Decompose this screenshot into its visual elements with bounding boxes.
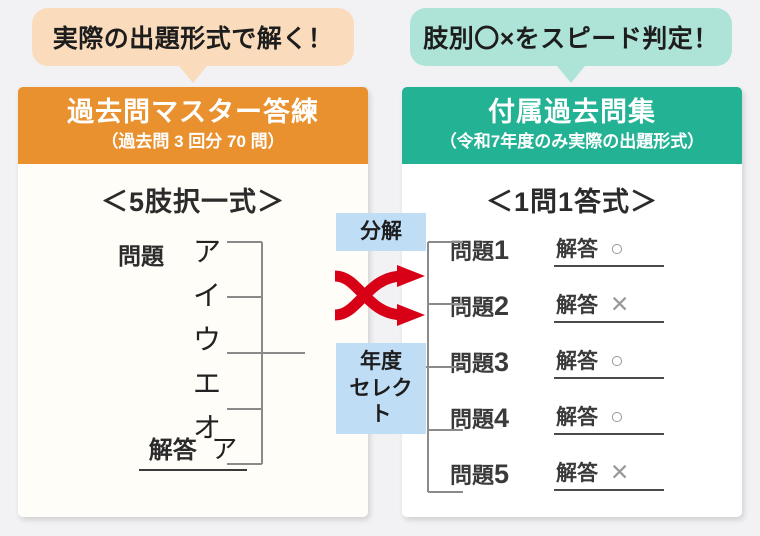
qa-question: 問題2 bbox=[450, 290, 554, 322]
choice-area: 問題 ア イ ウ エ オ bbox=[18, 229, 368, 466]
left-panel-header: 過去問マスター答練 （過去問 3 回分 70 問） bbox=[18, 87, 368, 165]
right-panel: 付属過去問集 （令和7年度のみ実際の出題形式） ＜1問1答式＞ 問題1 bbox=[402, 87, 742, 517]
decompose-chip: 分解 bbox=[336, 213, 426, 252]
right-callout-tail bbox=[557, 66, 585, 83]
left-brace-icon bbox=[227, 241, 305, 466]
cross-mark-icon: ✕ bbox=[610, 290, 630, 317]
left-answer-value: ア bbox=[211, 435, 238, 464]
choice-item: イ bbox=[192, 281, 221, 313]
cross-mark-icon: ✕ bbox=[610, 458, 630, 485]
left-answer-line: 解答 ア bbox=[18, 429, 368, 471]
year-select-chip: 年度 セレクト bbox=[336, 343, 426, 434]
choice-item: ア bbox=[192, 237, 221, 269]
qa-question-label: 問題 bbox=[450, 295, 495, 321]
left-panel-subtitle: （過去問 3 回分 70 問） bbox=[101, 131, 285, 151]
qa-answer-label: 解答 bbox=[556, 350, 598, 374]
right-panel-title: 付属過去問集 bbox=[488, 97, 656, 127]
left-panel: 過去問マスター答練 （過去問 3 回分 70 問） ＜5肢択一式＞ 問題 ア イ… bbox=[18, 87, 368, 517]
qa-answer-label: 解答 bbox=[556, 462, 598, 486]
qa-question: 問題5 bbox=[450, 458, 554, 490]
right-panel-subtitle: （令和7年度のみ実際の出題形式） bbox=[439, 131, 705, 151]
qa-row: 問題2 解答 ✕ bbox=[450, 281, 742, 331]
qa-question-number: 2 bbox=[494, 291, 510, 322]
left-panel-body: ＜5肢択一式＞ 問題 ア イ ウ エ オ bbox=[18, 164, 368, 517]
qa-answer: 解答 ✕ bbox=[554, 457, 664, 492]
qa-question: 問題3 bbox=[450, 346, 554, 378]
choice-list: ア イ ウ エ オ bbox=[190, 231, 224, 451]
qa-answer: 解答 ○ bbox=[554, 345, 664, 380]
right-format-title: ＜1問1答式＞ bbox=[485, 187, 659, 218]
qa-answer: 解答 ○ bbox=[554, 233, 664, 268]
circle-mark-icon: ○ bbox=[610, 346, 624, 373]
qa-row: 問題1 解答 ○ bbox=[450, 225, 742, 275]
center-transform-column: 分解 年度 セレクト bbox=[334, 213, 426, 434]
shuffle-arrows-icon bbox=[334, 265, 425, 327]
left-answer-group: 解答 ア bbox=[138, 429, 248, 471]
left-question-label: 問題 bbox=[118, 243, 164, 270]
qa-question-label: 問題 bbox=[450, 463, 495, 489]
left-answer-label: 解答 bbox=[148, 437, 197, 464]
qa-row: 問題4 解答 ○ bbox=[450, 393, 742, 443]
qa-question-number: 3 bbox=[494, 347, 510, 378]
qa-question-label: 問題 bbox=[450, 407, 495, 433]
qa-answer: 解答 ✕ bbox=[554, 289, 664, 324]
right-callout-bubble: 肢別〇×をスピード判定！ bbox=[410, 8, 732, 83]
qa-question: 問題4 bbox=[450, 402, 554, 434]
right-callout-text: 肢別〇×をスピード判定！ bbox=[423, 25, 719, 53]
qa-question-number: 4 bbox=[494, 403, 510, 434]
qa-area: 問題1 解答 ○ 問題2 解答 ✕ 問題3 bbox=[402, 225, 742, 499]
choice-item: エ bbox=[192, 369, 221, 401]
choice-item: オ bbox=[192, 413, 221, 445]
qa-question: 問題1 bbox=[450, 234, 554, 266]
circle-mark-icon: ○ bbox=[610, 402, 624, 429]
qa-question-label: 問題 bbox=[450, 351, 495, 377]
left-callout-text: 実際の出題形式で解く！ bbox=[52, 25, 334, 53]
left-callout-bubble: 実際の出題形式で解く！ bbox=[32, 8, 354, 83]
right-panel-header: 付属過去問集 （令和7年度のみ実際の出題形式） bbox=[402, 87, 742, 165]
qa-answer: 解答 ○ bbox=[554, 401, 664, 436]
left-format-title: ＜5肢択一式＞ bbox=[100, 187, 286, 218]
qa-row: 問題5 解答 ✕ bbox=[450, 449, 742, 499]
choice-item: ウ bbox=[192, 325, 221, 357]
circle-mark-icon: ○ bbox=[610, 234, 624, 261]
qa-answer-label: 解答 bbox=[556, 238, 598, 262]
left-callout-tail bbox=[179, 66, 207, 83]
qa-answer-label: 解答 bbox=[556, 294, 598, 318]
year-select-line1: 年度 bbox=[360, 350, 402, 374]
left-panel-title: 過去問マスター答練 bbox=[67, 97, 319, 127]
qa-answer-label: 解答 bbox=[556, 406, 598, 430]
qa-question-label: 問題 bbox=[450, 239, 495, 265]
right-panel-body: ＜1問1答式＞ 問題1 解答 ○ bbox=[402, 164, 742, 517]
qa-question-number: 1 bbox=[494, 235, 510, 266]
qa-row: 問題3 解答 ○ bbox=[450, 337, 742, 387]
qa-question-number: 5 bbox=[494, 459, 510, 490]
year-select-line2: セレクト bbox=[349, 376, 413, 426]
